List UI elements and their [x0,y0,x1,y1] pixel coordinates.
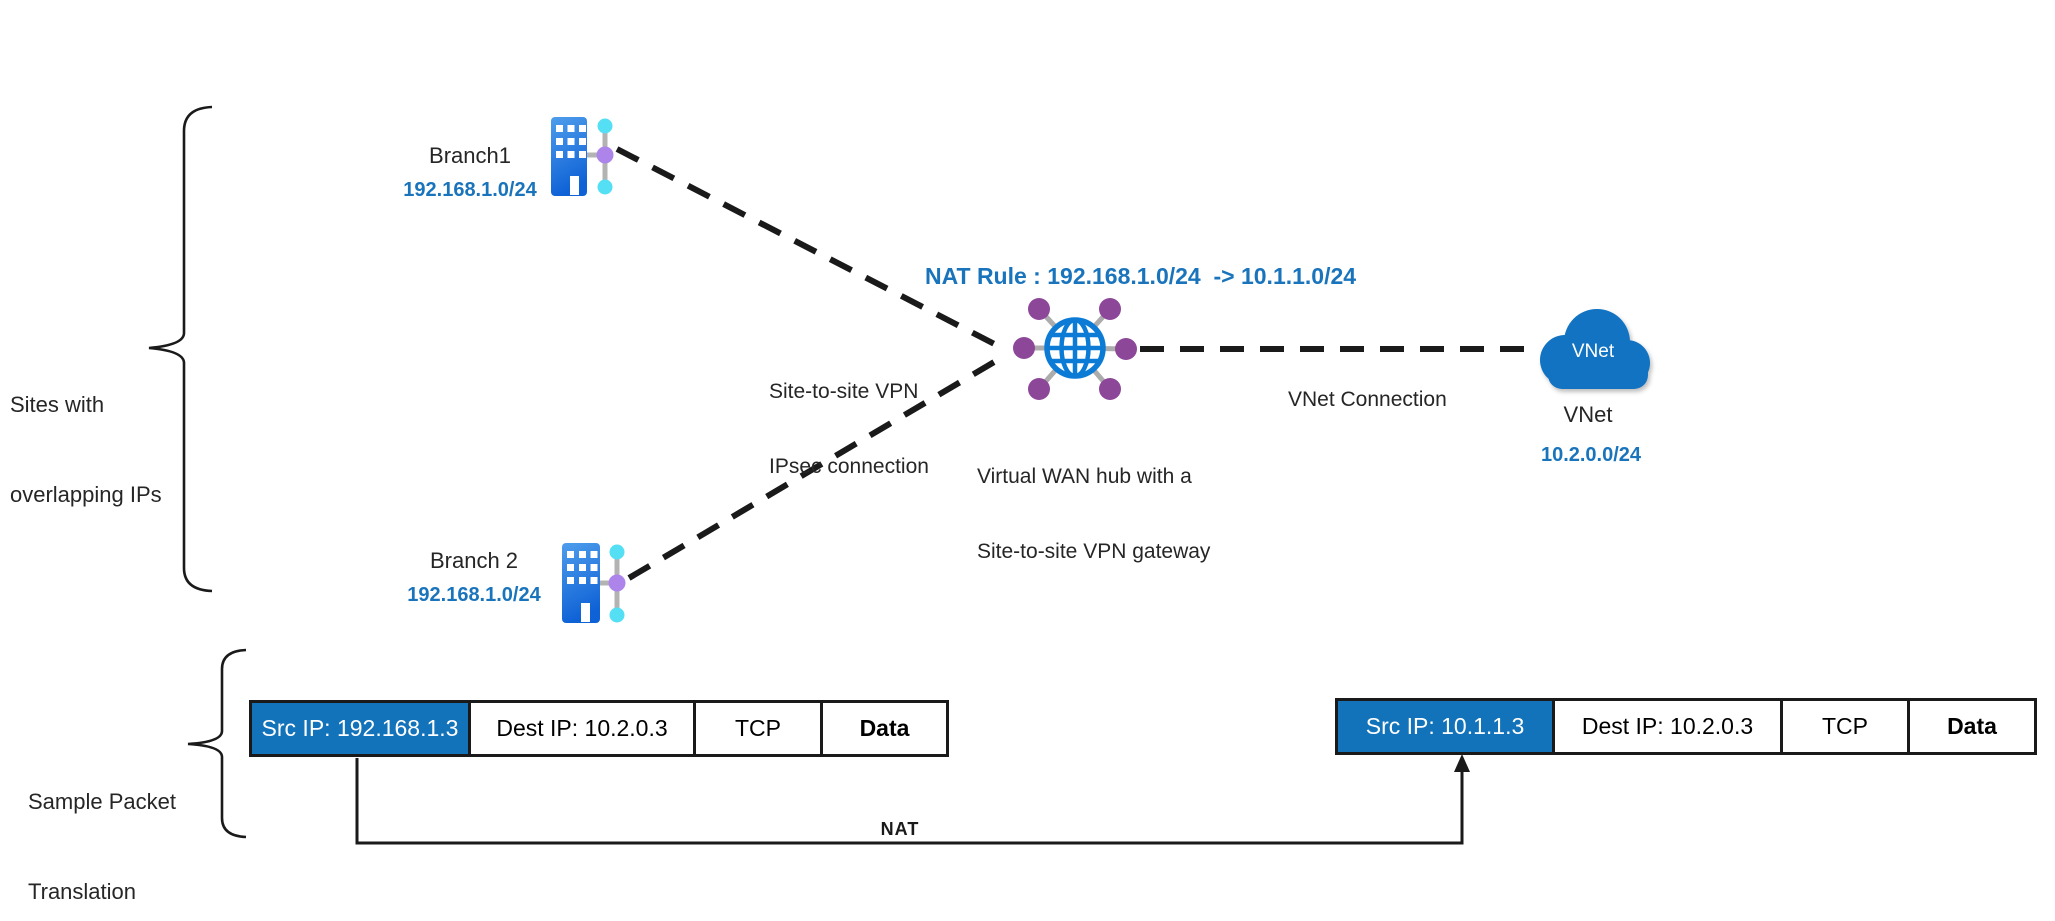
branch1-name: Branch1 [429,143,511,168]
globe-icon [1044,317,1106,379]
sites-overlapping-label-line2: overlapping IPs [10,482,162,507]
nat-word-label: NAT [880,819,920,839]
vnet-name: VNet [1563,402,1613,427]
packet-before-translation: Src IP: 192.168.1.3 Dest IP: 10.2.0.3 TC… [249,700,949,757]
nat-translation-arrow [355,754,1470,845]
vwan-hub-icon [1013,298,1137,400]
branch2-building-icon [562,543,626,623]
sample-packet-label-line2: Translation [28,879,137,904]
vnet-cloud-label: VNet [1571,341,1615,362]
s2s-connection-line-branch1 [615,146,1008,353]
sample-packet-brace [187,648,247,839]
packet-before-data-cell: Data [820,700,949,757]
branch2-cidr: 192.168.1.0/24 [407,584,541,606]
packet-before-dest-cell: Dest IP: 10.2.0.3 [468,700,696,757]
sites-brace [148,105,213,593]
s2s-connection-label: Site-to-site VPN IPsec connection [769,329,929,529]
sample-packet-label: Sample Packet Translation [28,727,176,921]
hub-label-line2: Site-to-site VPN gateway [977,540,1211,563]
packet-after-dest-cell: Dest IP: 10.2.0.3 [1552,698,1783,755]
packet-before-tcp-cell: TCP [693,700,823,757]
packet-after-data-cell: Data [1907,698,2037,755]
branch1-building-icon [551,117,614,196]
branch2-site-node-icon [608,544,626,623]
packet-after-src-cell: Src IP: 10.1.1.3 [1335,698,1555,755]
hub-label-line1: Virtual WAN hub with a [977,465,1192,488]
sites-overlapping-label: Sites with overlapping IPs [10,330,162,570]
packet-after-tcp-cell: TCP [1780,698,1910,755]
packet-after-translation: Src IP: 10.1.1.3 Dest IP: 10.2.0.3 TCP D… [1335,698,2037,755]
vnet-cidr: 10.2.0.0/24 [1540,444,1642,466]
packet-before-src-cell: Src IP: 192.168.1.3 [249,700,471,757]
branch2-name: Branch 2 [429,548,519,573]
branch1-cidr: 192.168.1.0/24 [403,179,537,201]
branch1-site-node-icon [596,118,614,195]
sample-packet-label-line1: Sample Packet [28,789,176,814]
sites-overlapping-label-line1: Sites with [10,392,105,417]
vnet-connection-label: VNet Connection [1288,388,1447,411]
nat-rule-label: NAT Rule : 192.168.1.0/24 -> 10.1.1.0/24 [925,263,1357,289]
s2s-connection-label-line2: IPsec connection [769,455,929,478]
hub-label: Virtual WAN hub with a Site-to-site VPN … [977,414,1210,614]
vnet-cloud-icon [1540,309,1650,389]
s2s-connection-line-branch2 [627,352,1008,581]
s2s-connection-label-line1: Site-to-site VPN [769,380,919,403]
